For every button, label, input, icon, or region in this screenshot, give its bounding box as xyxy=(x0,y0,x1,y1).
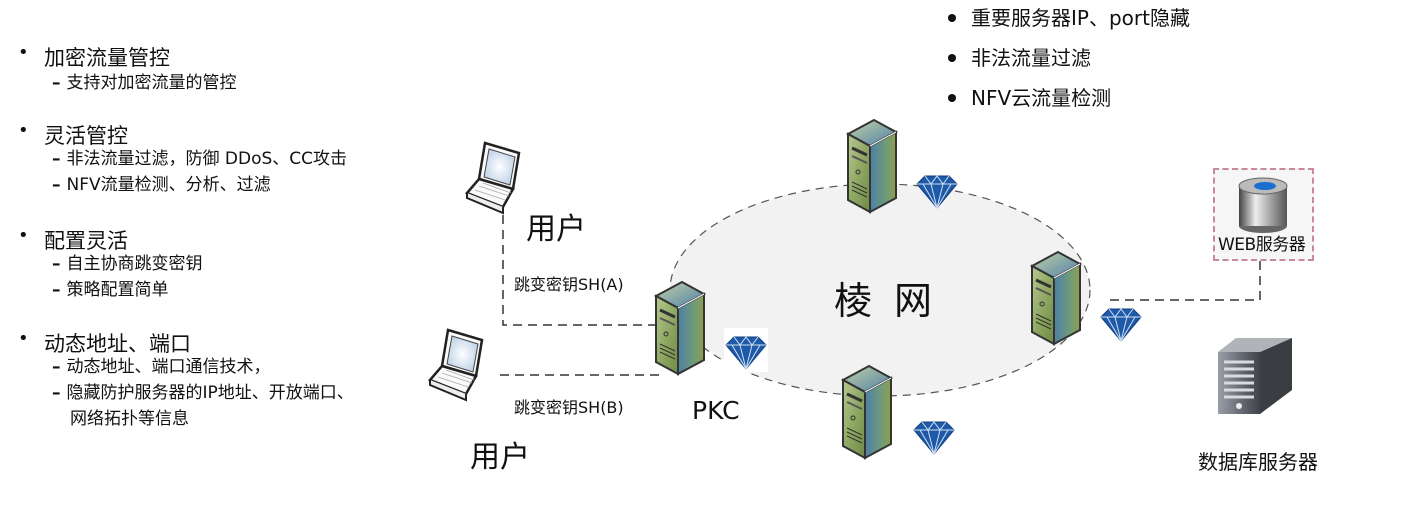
dash-icon: – xyxy=(52,149,61,169)
bullet-icon xyxy=(948,53,956,62)
dash-icon: – xyxy=(52,175,61,195)
server-tower-icon xyxy=(846,118,898,214)
pkc-label: PKC xyxy=(692,396,740,425)
key-label-a: 跳变密钥SH(A) xyxy=(514,275,624,294)
feature-sub-item: –隐藏防护服务器的IP地址、开放端口、 xyxy=(52,383,354,403)
link-ring-to-web-server xyxy=(1110,260,1261,301)
feature-sub-item: –NFV流量检测、分析、过滤 xyxy=(52,175,271,195)
top-list-item: 非法流量过滤 xyxy=(948,42,1091,71)
feature-sub-item-continuation: 网络拓扑等信息 xyxy=(70,409,189,429)
laptop-icon xyxy=(428,328,484,402)
server-tower-icon xyxy=(1030,250,1082,346)
dash-icon: – xyxy=(52,254,61,274)
bullet-icon: • xyxy=(18,328,29,349)
feature-sub-item: –非法流量过滤，防御 DDoS、CC攻击 xyxy=(52,149,348,169)
server-tower-icon xyxy=(654,280,706,376)
db-server-label: 数据库服务器 xyxy=(1198,450,1318,474)
dash-icon: – xyxy=(52,73,61,93)
dash-icon: – xyxy=(52,383,61,403)
server-tower-icon xyxy=(841,364,893,460)
bullet-icon: • xyxy=(18,42,29,63)
web-server-label: WEB服务器 xyxy=(1218,235,1306,255)
feature-sub-item: –策略配置简单 xyxy=(52,280,169,300)
feature-title: 动态地址、端口 xyxy=(44,332,191,356)
feature-title: 灵活管控 xyxy=(44,124,128,148)
link-user-a-to-pkc xyxy=(502,215,660,326)
feature-sub-item: –动态地址、端口通信技术， xyxy=(52,357,271,377)
bullet-icon: • xyxy=(18,120,29,141)
laptop-icon xyxy=(465,141,521,215)
bullet-icon xyxy=(948,13,956,22)
diamond-icon xyxy=(1100,308,1142,342)
feature-sub-item: –支持对加密流量的管控 xyxy=(52,73,237,93)
diamond-icon xyxy=(913,421,955,455)
user-label-bottom: 用户 xyxy=(470,440,530,475)
dash-icon: – xyxy=(52,357,61,377)
bullet-icon: • xyxy=(18,225,29,246)
bullet-icon xyxy=(948,93,956,102)
ring-network-label: 棱网 xyxy=(834,279,955,323)
web-server: WEB服务器 xyxy=(1213,168,1314,261)
db-server-icon xyxy=(1218,338,1292,414)
feature-sub-item: –自主协商跳变密钥 xyxy=(52,254,203,274)
feature-title: 加密流量管控 xyxy=(44,46,170,70)
top-list-item: 重要服务器IP、port隐藏 xyxy=(948,2,1190,31)
key-label-b: 跳变密钥SH(B) xyxy=(514,398,624,417)
database-cylinder-icon xyxy=(1238,177,1288,233)
dash-icon: – xyxy=(52,280,61,300)
user-label-top: 用户 xyxy=(526,212,586,247)
feature-title: 配置灵活 xyxy=(44,229,128,253)
top-list-item: NFV云流量检测 xyxy=(948,82,1111,111)
